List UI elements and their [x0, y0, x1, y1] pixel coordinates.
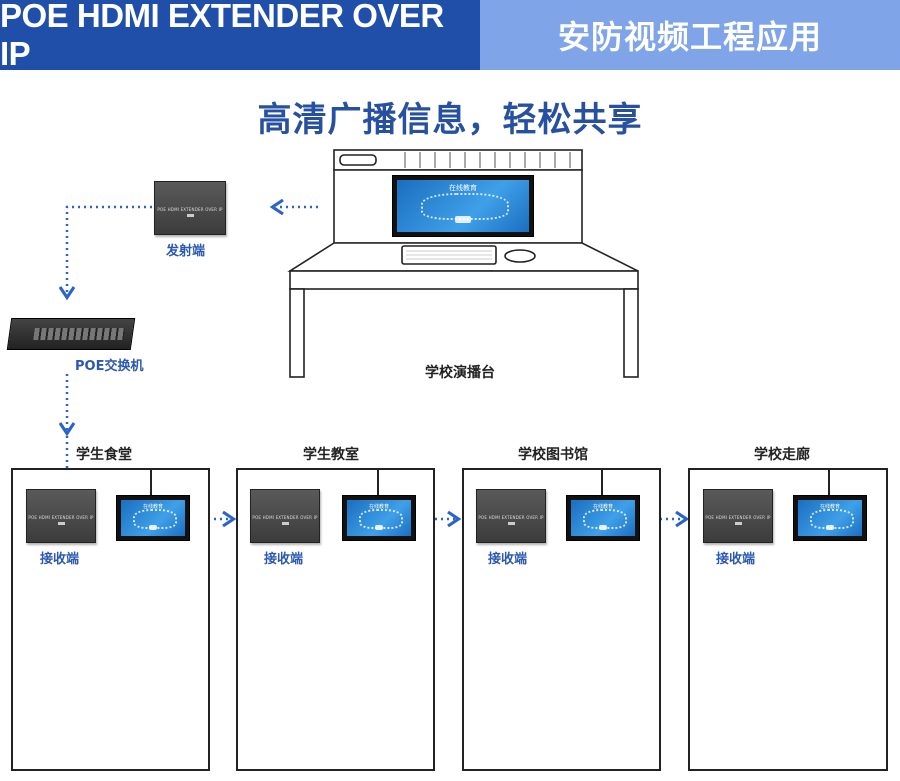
desk-monitor-title: 在线教育 [449, 184, 477, 192]
receiver-2-label: 接收端 [264, 552, 304, 567]
receiver-3-device: POE HDMI EXTENDER OVER IP [476, 489, 546, 543]
link-transmitter-to-switch [58, 205, 152, 301]
receiver-4-device: POE HDMI EXTENDER OVER IP [703, 489, 773, 543]
receiver-1-model-text: POE HDMI EXTENDER OVER IP [28, 514, 94, 520]
venue-2-monitor-screen: 在线教育 [347, 500, 411, 536]
desk-keyboard-keys [406, 250, 492, 260]
transmitter-model-text: POE HDMI EXTENDER OVER IP [157, 206, 223, 212]
venue-4-monitor-mount [828, 470, 830, 495]
receiver-4-tag [735, 522, 742, 526]
venue-3-monitor-title: 在线教育 [592, 504, 613, 510]
banner-right-title: 安防视频工程应用 [480, 0, 900, 70]
receiver-2-model-text: POE HDMI EXTENDER OVER IP [252, 514, 318, 520]
switch-ports [33, 328, 125, 340]
receiver-2-device: POE HDMI EXTENDER OVER IP [250, 489, 320, 543]
transmitter-label: 发射端 [166, 244, 206, 259]
receiver-4-label: 接收端 [716, 552, 756, 567]
venue-1-monitor-title: 在线教育 [142, 504, 163, 510]
receiver-3-label: 接收端 [488, 552, 528, 567]
venue-3-name: 学校图书馆 [518, 447, 588, 463]
desk-monitor: 在线教育 [392, 175, 534, 237]
desk-monitor-screen: 在线教育 [397, 180, 529, 232]
broadcast-desk-label: 学校演播台 [425, 365, 495, 381]
poe-switch-label: POE交换机 [75, 359, 144, 374]
venue-2-monitor-mount [377, 470, 379, 495]
venue-3-monitor-screen: 在线教育 [571, 500, 635, 536]
poe-switch-device [6, 318, 136, 350]
venue-2-name: 学生教室 [303, 447, 359, 463]
venue-4-monitor-screen: 在线教育 [798, 500, 862, 536]
receiver-1-device: POE HDMI EXTENDER OVER IP [26, 489, 96, 543]
venue-3-monitor: 在线教育 [566, 495, 640, 541]
receiver-3-model-text: POE HDMI EXTENDER OVER IP [478, 514, 544, 520]
venue-2-monitor-title: 在线教育 [368, 504, 389, 510]
receiver-2-tag [282, 522, 289, 526]
venue-3-monitor-mount [601, 470, 603, 495]
receiver-3-tag [508, 522, 515, 526]
venue-1-name: 学生食堂 [76, 447, 132, 463]
venue-4-name: 学校走廊 [754, 447, 810, 463]
headline: 高清广播信息，轻松共享 [257, 100, 643, 140]
venue-1-monitor-screen: 在线教育 [121, 500, 185, 536]
receiver-1-tag [58, 522, 65, 526]
transmitter-tag [187, 214, 194, 218]
venue-2-monitor: 在线教育 [342, 495, 416, 541]
receiver-1-label: 接收端 [40, 552, 80, 567]
venue-4-monitor: 在线教育 [793, 495, 867, 541]
venue-1-monitor: 在线教育 [116, 495, 190, 541]
venue-1-monitor-mount [150, 470, 152, 495]
banner-left-title: POE HDMI EXTENDER OVER IP [0, 0, 480, 72]
transmitter-device: POE HDMI EXTENDER OVER IP [154, 181, 226, 235]
venue-4-monitor-title: 在线教育 [819, 504, 840, 510]
receiver-4-model-text: POE HDMI EXTENDER OVER IP [705, 514, 771, 520]
